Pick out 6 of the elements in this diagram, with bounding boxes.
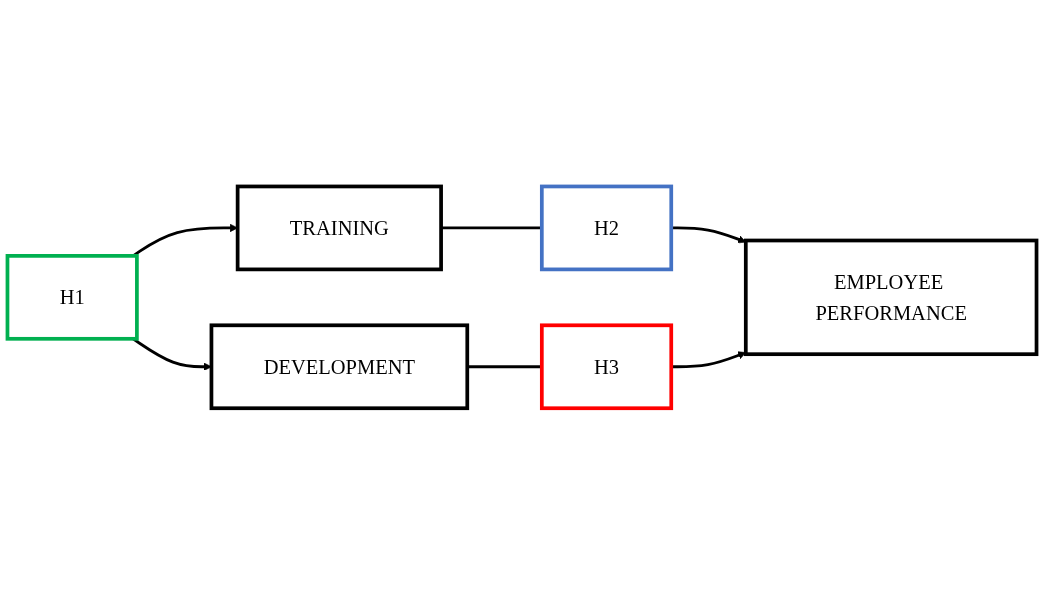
node-box: DEVELOPMENT bbox=[209, 323, 470, 410]
node-box: TRAINING bbox=[235, 184, 443, 271]
node-box: H3 bbox=[539, 323, 674, 410]
node-box: EMPLOYEE PERFORMANCE bbox=[743, 238, 1039, 356]
node-box: H2 bbox=[539, 184, 674, 271]
node-box: H1 bbox=[5, 253, 139, 341]
